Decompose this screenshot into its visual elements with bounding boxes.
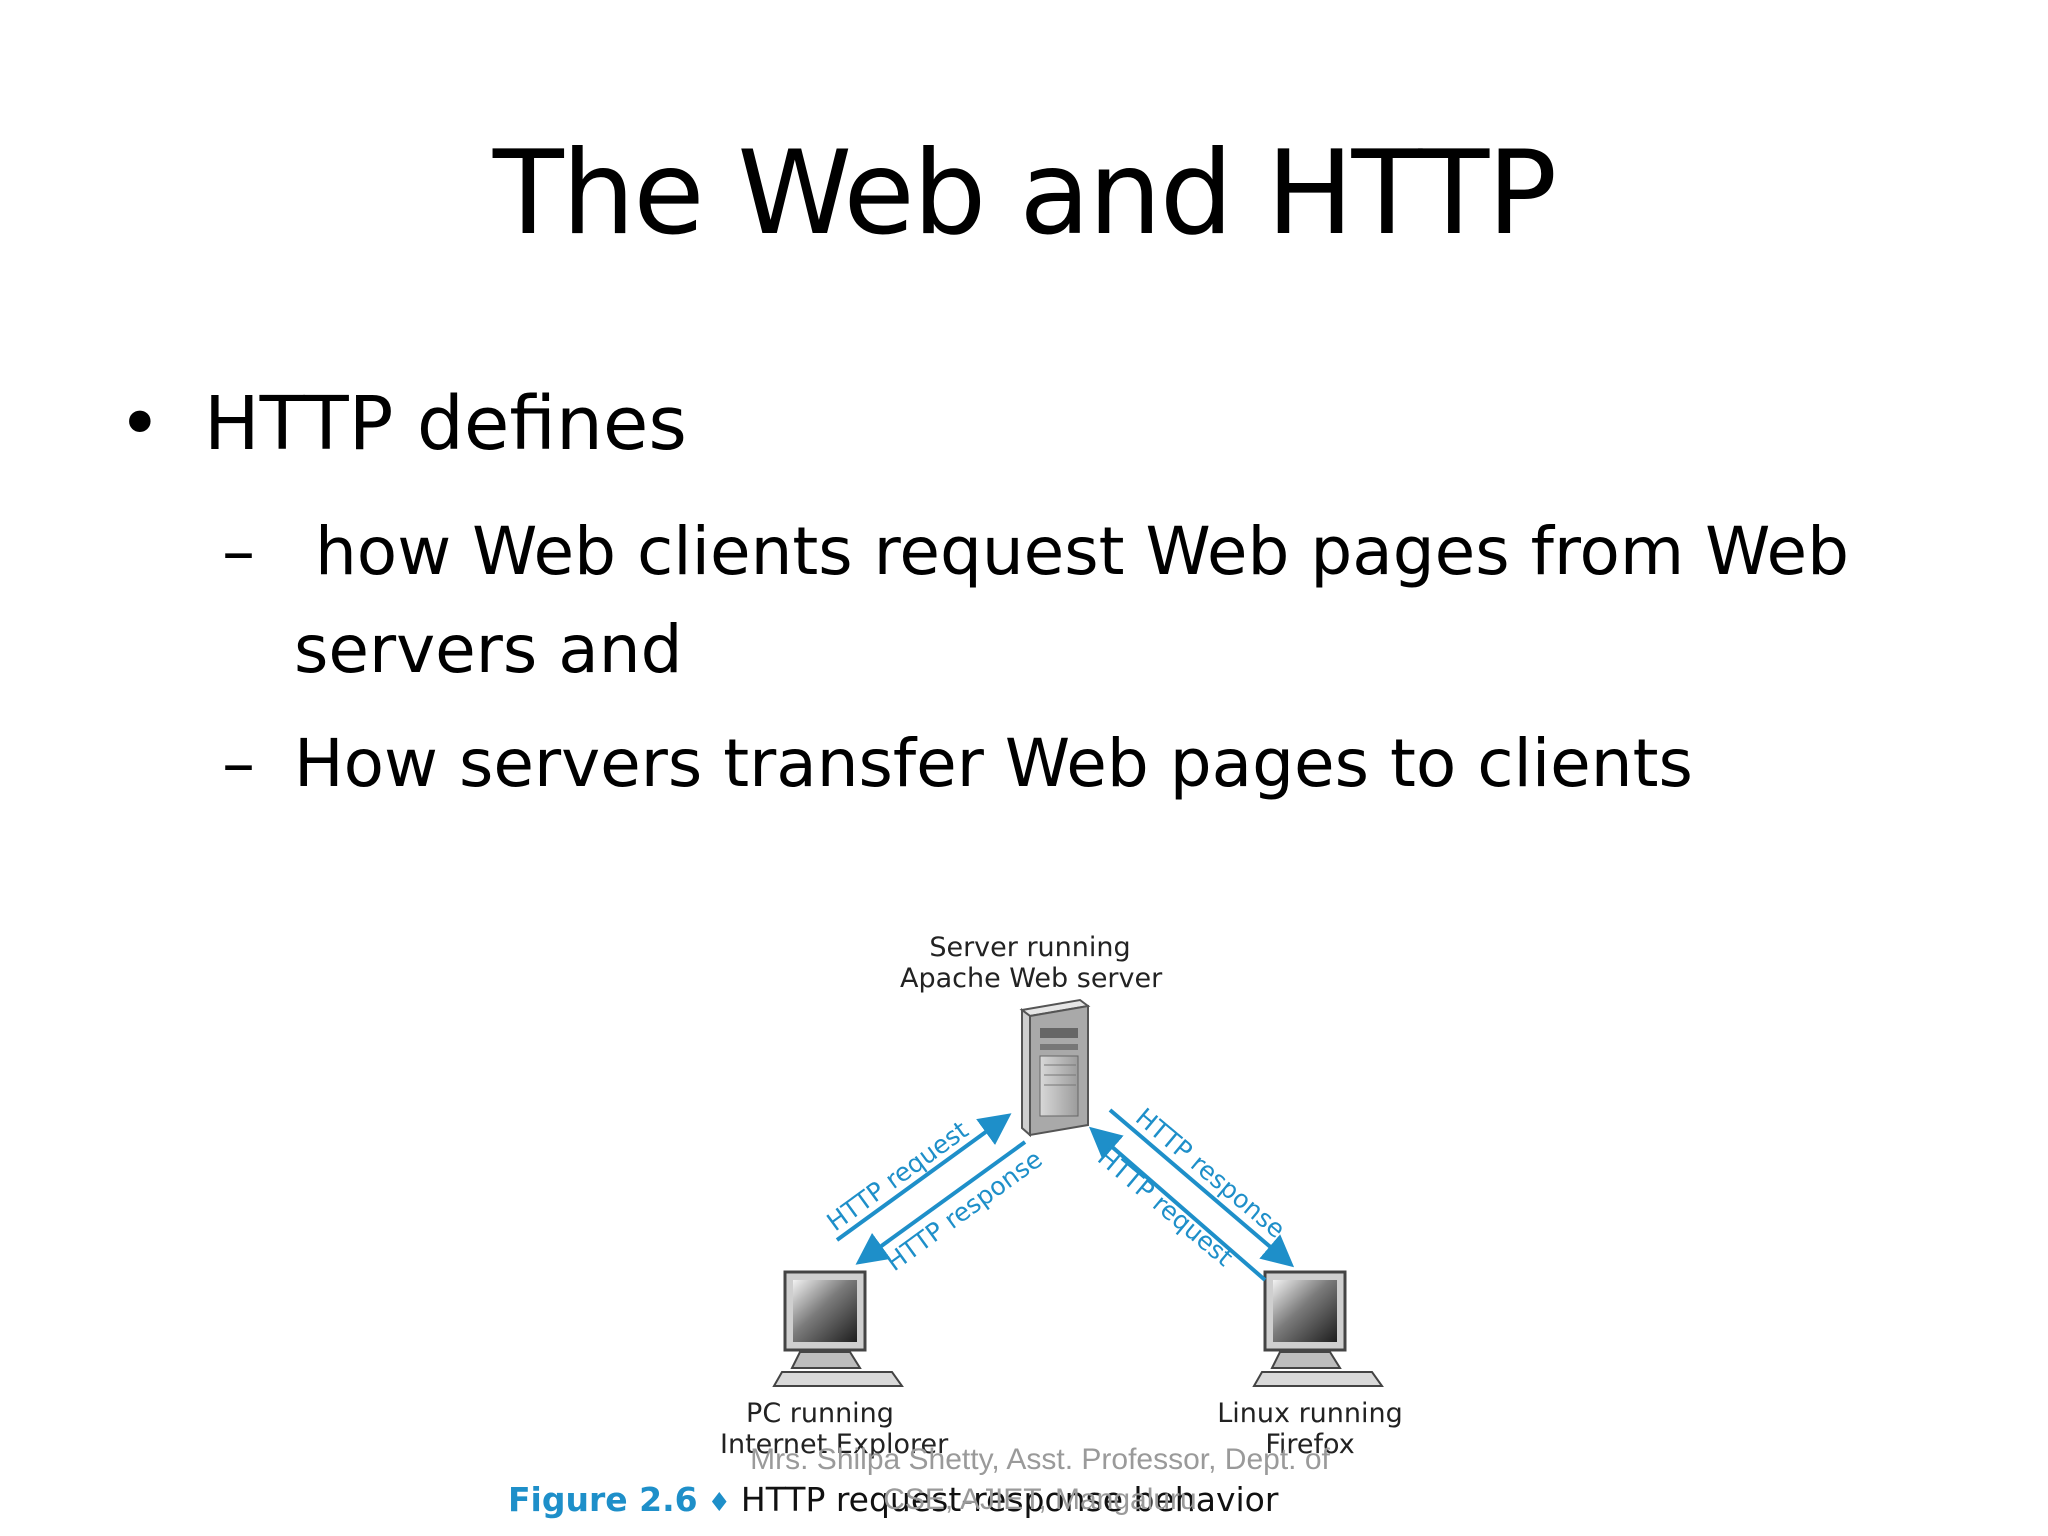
pc-label-line1: PC running	[746, 1398, 894, 1429]
bullet-text: HTTP defines	[204, 381, 687, 467]
sub-item-text-continued: servers and	[294, 611, 683, 688]
request-arrow-left	[835, 1113, 1012, 1242]
pc-label: PC running Internet Explorer	[720, 1398, 949, 1460]
footer-line2: CSE, AJIET, Mangaluru	[883, 1483, 1197, 1516]
server-label-line2: Apache Web server	[900, 963, 1163, 994]
sub-item-2: –How servers transfer Web pages to clien…	[222, 715, 1693, 813]
sub-item-text: How servers transfer Web pages to client…	[294, 725, 1693, 802]
request-arrow-right	[1088, 1126, 1267, 1282]
right-response-label: HTTP response	[1130, 1102, 1291, 1243]
figure-caption: Figure 2.6 ♦ HTTP request-response behavio…	[508, 1480, 1278, 1519]
network-diagram: HTTP request HTTP response HTTP response…	[772, 998, 1384, 1387]
sub-item-1: – how Web clients request Web pages from…	[222, 503, 1849, 699]
figure-number: Figure 2.6	[508, 1480, 698, 1519]
linux-label: Linux running Firefox	[1210, 1398, 1410, 1460]
pc-label-line2: Internet Explorer	[720, 1429, 949, 1460]
bullet-item: • HTTP defines	[118, 381, 687, 467]
response-arrow-right	[1108, 1108, 1295, 1268]
sub-item-dash: –	[222, 513, 255, 590]
diamond-icon: ♦	[707, 1488, 731, 1518]
http-figure: HTTP request HTTP response HTTP response…	[500, 920, 1460, 1536]
slide-title: The Web and HTTP	[492, 126, 1557, 261]
sub-item-dash: –	[222, 725, 255, 802]
server-label-line1: Server running	[929, 932, 1131, 963]
bullet-marker: •	[118, 381, 162, 467]
response-arrow-left	[855, 1140, 1027, 1265]
pc-icon	[772, 1270, 904, 1387]
linux-pc-icon	[1252, 1270, 1384, 1387]
server-label: Server running Apache Web server	[900, 932, 1163, 994]
slide-footer: Mrs. Shilpa Shetty, Asst. Professor, Dep…	[700, 1440, 1380, 1520]
figure-caption-text: HTTP request-response behavior	[740, 1480, 1279, 1519]
server-icon	[1019, 998, 1091, 1138]
linux-label-line1: Linux running	[1217, 1398, 1403, 1429]
footer-line1: Mrs. Shilpa Shetty, Asst. Professor, Dep…	[750, 1443, 1330, 1476]
sub-item-text: how Web clients request Web pages from W…	[294, 513, 1850, 590]
linux-label-line2: Firefox	[1265, 1429, 1355, 1460]
